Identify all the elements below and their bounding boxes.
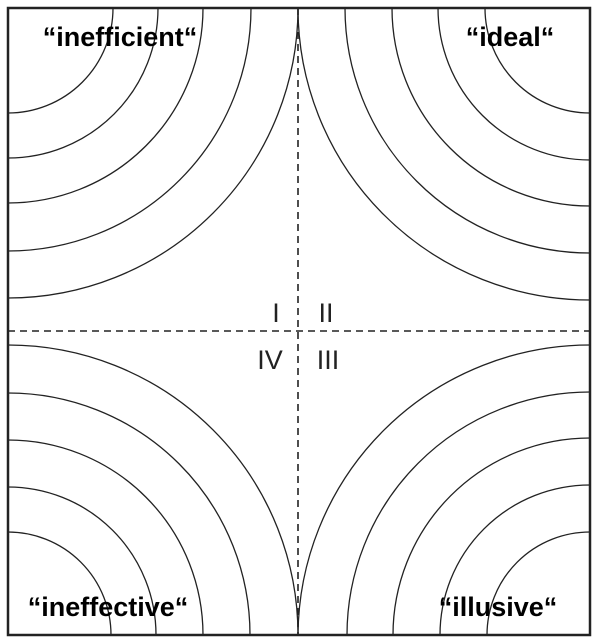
top-left-arc-2 [7,7,159,159]
bottom-left-arc-5 [7,344,299,636]
top-right-contours [297,7,591,301]
label-illusive: “illusive“ [439,592,558,622]
bottom-right-arc-5 [297,344,591,636]
top-right-arc-5 [297,7,591,301]
top-left-arc-3 [7,7,204,204]
bottom-right-arc-2 [439,484,591,636]
bottom-left-contours [7,344,299,636]
bottom-right-contours [297,344,591,636]
numeral-quadrant-2: II [318,298,333,328]
bottom-left-arc-4 [7,392,251,636]
top-right-arc-3 [391,7,591,207]
top-right-arc-1 [484,7,591,114]
bottom-right-arc-1 [486,531,591,636]
top-right-arc-2 [437,7,591,161]
bottom-left-arc-1 [7,531,112,636]
numeral-quadrant-1: I [272,298,280,328]
top-left-arc-5 [7,7,299,299]
bottom-left-arc-2 [7,486,157,636]
top-left-arc-4 [7,7,252,252]
bottom-left-arc-3 [7,439,204,636]
outer-frame [6,6,592,637]
bottom-right-arc-4 [346,391,591,636]
top-left-contours [7,7,299,299]
label-ineffective: “ineffective“ [28,592,189,622]
label-ideal: “ideal“ [466,22,555,52]
numeral-quadrant-3: III [317,345,340,375]
top-right-arc-4 [344,7,591,254]
label-inefficient: “inefficient“ [43,22,198,52]
numeral-quadrant-4: IV [257,345,283,375]
top-left-arc-1 [7,7,114,114]
bottom-right-arc-3 [392,437,591,636]
